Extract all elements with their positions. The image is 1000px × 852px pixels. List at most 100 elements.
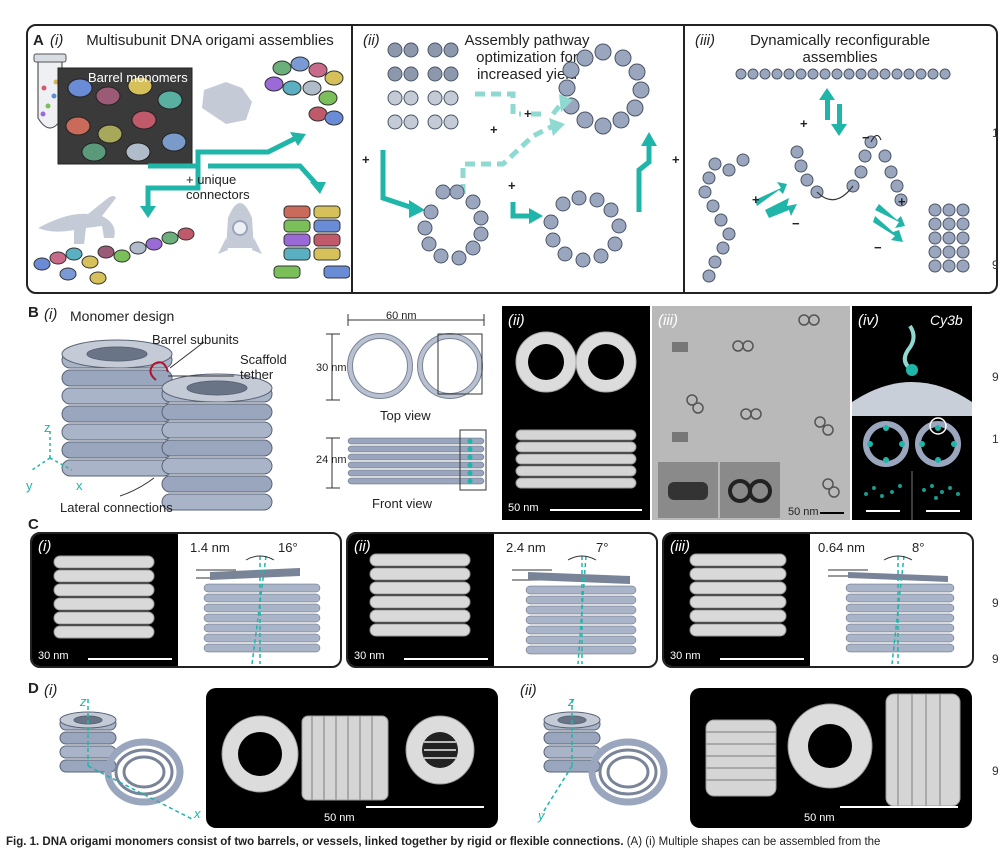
panel-d-ii-label: (ii) xyxy=(520,682,537,699)
bundle-block xyxy=(928,203,970,273)
c-i-schematic xyxy=(196,555,321,665)
c-i-density: (i) 30 nm xyxy=(32,534,178,666)
b-ii-scale-label: 50 nm xyxy=(508,502,539,514)
axis-x-label: x xyxy=(76,478,83,493)
sample-tube-icon xyxy=(33,53,67,129)
a-iii-plus-3: + xyxy=(898,194,906,209)
d-ii-monomer xyxy=(541,698,668,815)
a-ii-plus-3: + xyxy=(524,106,532,121)
c-i-scalebar xyxy=(88,658,172,660)
axis-z-label: z xyxy=(44,420,51,435)
straight-chain xyxy=(735,68,951,80)
closed-chain xyxy=(543,190,627,268)
d-ii-scalebar xyxy=(840,806,958,808)
d-i-density-panel: 50 nm xyxy=(206,688,498,828)
panel-a-iii-label: (iii) xyxy=(695,32,715,49)
b-iv-scalebar-1 xyxy=(866,510,900,512)
c-iii-density: (iii) 30 nm xyxy=(664,534,810,666)
a-iii-minus-1: − xyxy=(862,130,870,145)
c-ii-schematic xyxy=(512,555,637,665)
panel-d-letter: D xyxy=(28,680,39,697)
lateral-pointer xyxy=(119,477,155,497)
b-iv-fluorescence-panel: (iv) Cy3b xyxy=(852,306,972,520)
a-iii-minus-3: − xyxy=(874,240,882,255)
margin-glyph: 9 xyxy=(992,258,999,272)
australia-assembly xyxy=(264,56,344,126)
figure-caption: Fig. 1. DNA origami monomers consist of … xyxy=(6,836,880,848)
scaffold-tether-loop xyxy=(149,361,169,381)
monomer-3d-illustration xyxy=(31,339,273,511)
d-i-scale-label: 50 nm xyxy=(324,812,355,824)
width-dimension: 60 nm xyxy=(386,310,417,322)
panel-a-i-label: (i) xyxy=(50,32,64,49)
dimension-views xyxy=(326,314,487,491)
rocket-assembly xyxy=(273,205,350,279)
height-top-dimension: 30 nm xyxy=(316,362,347,374)
panel-a-divider-1 xyxy=(351,24,353,294)
margin-glyph: 9 xyxy=(992,764,999,778)
unique-connectors-label: + unique connectors xyxy=(186,172,250,202)
c-i-label: (i) xyxy=(38,538,52,555)
c-ii-distance: 2.4 nm xyxy=(506,540,546,555)
bent-chain-middle xyxy=(790,135,908,207)
barrel-subunits-pointer xyxy=(169,341,205,369)
scaffold-tether-label: Scaffold tether xyxy=(240,352,287,382)
panel-c-letter: C xyxy=(28,516,39,533)
a-ii-plus-5: + xyxy=(672,152,680,167)
panel-a-ii-illustration xyxy=(380,42,657,268)
a-iii-plus-1: + xyxy=(800,116,808,131)
d-ii-axis-z: z xyxy=(568,694,575,709)
c-i-scale-label: 30 nm xyxy=(38,650,69,662)
d-ii-axis-y: y xyxy=(538,808,545,823)
panel-a-letter: A xyxy=(33,32,44,49)
a-ii-plus-1: + xyxy=(362,152,370,167)
panel-a-iii-title: Dynamically reconfigurable assemblies xyxy=(749,32,931,66)
margin-glyph: 9 xyxy=(992,652,999,666)
d-i-axis-x: x xyxy=(194,806,201,821)
margin-glyph: 9 xyxy=(992,596,999,610)
open-chain xyxy=(417,184,489,266)
c-iii-angle: 8° xyxy=(912,540,925,555)
panel-b-ii-label: (ii) xyxy=(508,312,525,329)
c-i-distance: 1.4 nm xyxy=(190,540,230,555)
front-view-label: Front view xyxy=(372,496,432,511)
a-ii-plus-2: + xyxy=(490,122,498,137)
panel-a-i-title: Multisubunit DNA origami assemblies xyxy=(86,32,334,49)
dinosaur-assembly xyxy=(33,227,195,285)
panel-a-i-illustration xyxy=(33,53,350,285)
d-i-scalebar xyxy=(366,806,484,808)
bent-chain-left xyxy=(698,153,750,283)
barrel-monomers-label: Barrel monomers xyxy=(88,70,188,85)
panel-b-iv-label: (iv) xyxy=(858,312,879,329)
caption-bold: Fig. 1. DNA origami monomers consist of … xyxy=(6,836,624,848)
c-iii-label: (iii) xyxy=(670,538,690,555)
monomer-design-title: Monomer design xyxy=(70,308,175,324)
d-ii-density-panel: 50 nm xyxy=(690,688,972,828)
panel-b-letter: B xyxy=(28,304,39,321)
c-ii-angle: 7° xyxy=(596,540,609,555)
axis-y-label: y xyxy=(26,478,33,493)
b-iii-scalebar xyxy=(820,512,844,514)
rocket-shape xyxy=(218,203,262,254)
margin-glyph: 1 xyxy=(992,432,999,446)
c-iii-schematic xyxy=(828,555,955,665)
b-ii-density-panel: (ii) 50 nm xyxy=(502,306,650,520)
a-iii-plus-2: + xyxy=(752,192,760,207)
ring-assembly xyxy=(558,43,650,135)
c-ii-label: (ii) xyxy=(354,538,371,555)
c-ii-density: (ii) 30 nm xyxy=(348,534,494,666)
panel-a-ii-title: Assembly pathway optimization for increa… xyxy=(464,32,590,83)
cy3b-label: Cy3b xyxy=(930,312,963,328)
margin-glyph: 9 xyxy=(992,370,999,384)
margin-glyph: 1 xyxy=(992,126,999,140)
panel-d-i-label: (i) xyxy=(44,682,58,699)
b-iii-tem-panel: (iii) 50 nm xyxy=(652,306,850,520)
panel-b-iii-label: (iii) xyxy=(658,312,678,329)
b-iii-scale-label: 50 nm xyxy=(788,506,819,518)
d-i-monomer xyxy=(59,698,195,821)
barrel-subunits-label: Barrel subunits xyxy=(152,332,239,347)
c-iii-distance: 0.64 nm xyxy=(818,540,865,555)
c-iii-scale-label: 30 nm xyxy=(670,650,701,662)
d-i-axis-z: z xyxy=(80,694,87,709)
c-ii-scale-label: 30 nm xyxy=(354,650,385,662)
